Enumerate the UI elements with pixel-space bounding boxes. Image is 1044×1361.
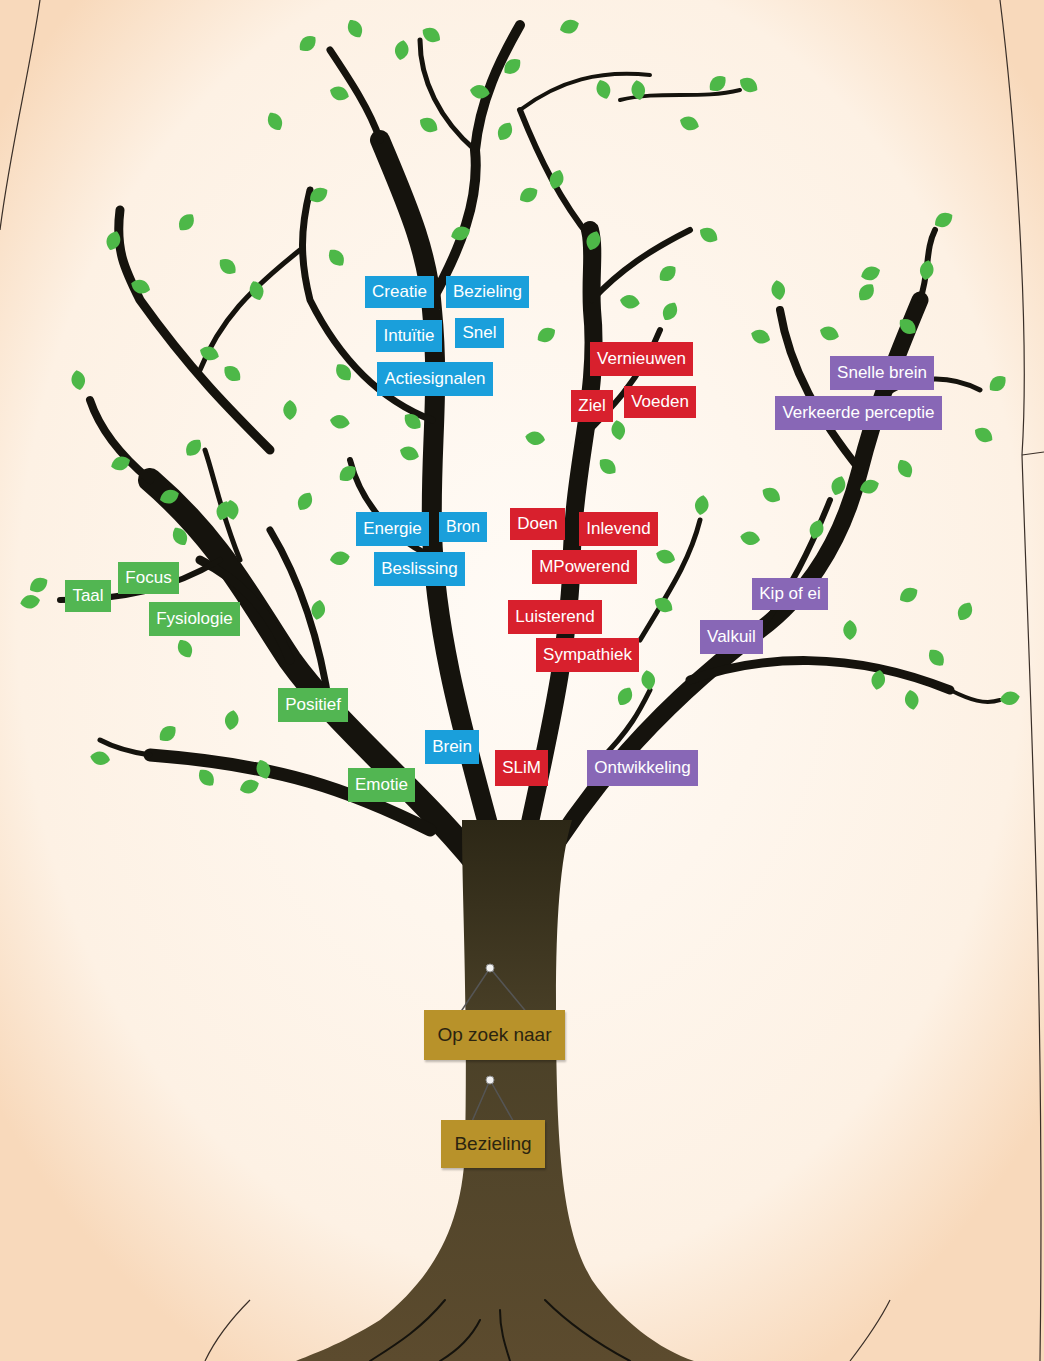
box-label: Inlevend [586,519,650,539]
box-label: Fysiologie [156,609,233,629]
box-label: SLiM [502,758,541,778]
label-box: Doen [510,508,565,540]
box-label: Bezieling [454,1133,531,1155]
box-label: Bezieling [453,282,522,302]
label-box: Energie [356,512,429,546]
box-label: Taal [72,586,103,606]
box-label: Op zoek naar [437,1024,551,1046]
label-box: Positief [278,688,348,722]
label-box: Creatie [365,276,434,308]
label-box: Inlevend [579,512,658,546]
label-box: Ontwikkeling [587,750,698,786]
box-label: Kip of ei [759,584,820,604]
box-label: Creatie [372,282,427,302]
box-label: Energie [363,519,422,539]
box-label: Focus [125,568,171,588]
label-box: SLiM [495,750,548,786]
label-box: Focus [118,562,179,594]
box-label: Brein [432,737,472,757]
label-box: MPowerend [532,550,637,584]
label-box: Bron [439,512,487,542]
label-box: Brein [425,730,479,764]
box-label: Voeden [631,392,689,412]
label-box: Vernieuwen [590,342,693,376]
box-label: MPowerend [539,557,630,577]
label-box: Kip of ei [752,578,828,610]
label-box: Snelle brein [830,356,934,390]
box-label: Bron [446,518,480,536]
label-box: Ziel [571,390,613,422]
box-label: Vernieuwen [597,349,686,369]
label-box: Beslissing [374,552,465,586]
label-box: Luisterend [508,600,602,634]
hanging-sign: Op zoek naar [424,1010,565,1060]
label-box: Fysiologie [149,602,240,636]
label-box: Taal [65,580,111,612]
box-label: Sympathiek [543,645,632,665]
box-label: Ontwikkeling [594,758,690,778]
box-label: Ziel [578,396,605,416]
box-label: Snel [462,323,496,343]
box-label: Valkuil [707,627,756,647]
box-label: Intuïtie [383,326,434,346]
label-box: Sympathiek [536,638,639,672]
box-label: Doen [517,514,558,534]
label-box: Actiesignalen [377,362,493,396]
box-label: Positief [285,695,341,715]
label-box: Voeden [624,386,696,418]
box-label: Verkeerde perceptie [782,403,934,423]
hanging-sign: Bezieling [441,1120,545,1168]
label-box: Verkeerde perceptie [775,396,942,430]
label-box: Valkuil [700,620,763,654]
box-label: Beslissing [381,559,458,579]
box-label: Luisterend [515,607,594,627]
label-box: Bezieling [446,276,529,308]
box-label: Actiesignalen [384,369,485,389]
box-label: Emotie [355,775,408,795]
box-label: Snelle brein [837,363,927,383]
label-box: Snel [455,318,504,348]
label-box: Emotie [348,768,415,802]
label-box: Intuïtie [376,320,442,352]
